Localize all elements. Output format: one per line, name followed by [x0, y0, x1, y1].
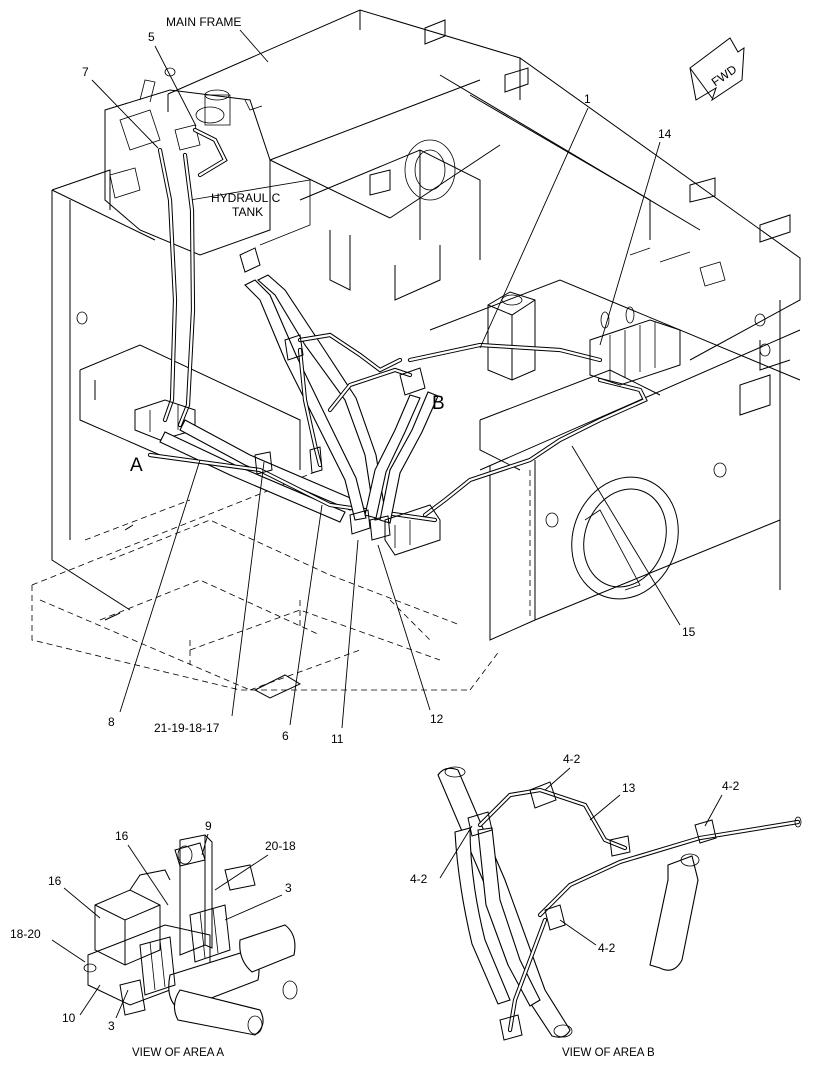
view-a-callout-9: 9	[205, 819, 212, 833]
view-b-callout-4-2-left: 4-2	[410, 872, 428, 886]
main-frame-label: MAIN FRAME	[166, 15, 241, 29]
view-area-b: 4-2 13 4-2 4-2 4-2 VIEW OF AREA B	[410, 752, 802, 1059]
view-b-callout-4-2-right: 4-2	[722, 779, 740, 793]
callout-12: 12	[430, 712, 444, 726]
callout-15: 15	[682, 625, 696, 639]
callout-1: 1	[584, 92, 591, 106]
view-area-a: 9 16 20-18 3 16 18-20 10 3 VIEW OF AREA …	[10, 819, 298, 1059]
hydraulic-tank-label-line2: TANK	[232, 205, 263, 219]
view-b-callout-4-2-bottom: 4-2	[598, 941, 616, 955]
view-b-callout-13: 13	[622, 781, 636, 795]
view-b-caption: VIEW OF AREA B	[562, 1047, 655, 1059]
view-a-callout-20-18: 20-18	[265, 839, 296, 853]
callout-8: 8	[108, 715, 115, 729]
view-a-callout-16-left: 16	[48, 874, 62, 888]
view-a-callout-16-upper: 16	[115, 829, 129, 843]
hydraulic-tank-label-line1: HYDRAULIC	[211, 191, 281, 205]
callout-6: 6	[282, 729, 289, 743]
callout-7: 7	[82, 65, 89, 79]
callout-5: 5	[148, 30, 155, 44]
fwd-arrow-icon: FWD	[689, 37, 745, 102]
hydraulic-tank-assembly	[104, 67, 311, 256]
main-frame-structure	[31, 9, 801, 699]
view-a-caption: VIEW OF AREA A	[132, 1047, 224, 1059]
view-a-callout-3-bottom: 3	[108, 1019, 115, 1033]
main-callouts: 1 5 7 14 15 8 21-19-18-17 6 11 12	[82, 30, 696, 746]
hydraulic-lines	[134, 127, 681, 556]
area-a-label: A	[130, 455, 143, 476]
view-a-callout-10: 10	[62, 1011, 76, 1025]
view-a-callout-3-right: 3	[285, 881, 292, 895]
area-b-label: B	[432, 393, 445, 414]
view-b-callout-4-2-top: 4-2	[563, 752, 581, 766]
view-a-callout-18-20: 18-20	[10, 927, 41, 941]
callout-11: 11	[331, 732, 344, 746]
callout-21-19-18-17: 21-19-18-17	[154, 721, 220, 735]
callout-14: 14	[658, 127, 672, 141]
